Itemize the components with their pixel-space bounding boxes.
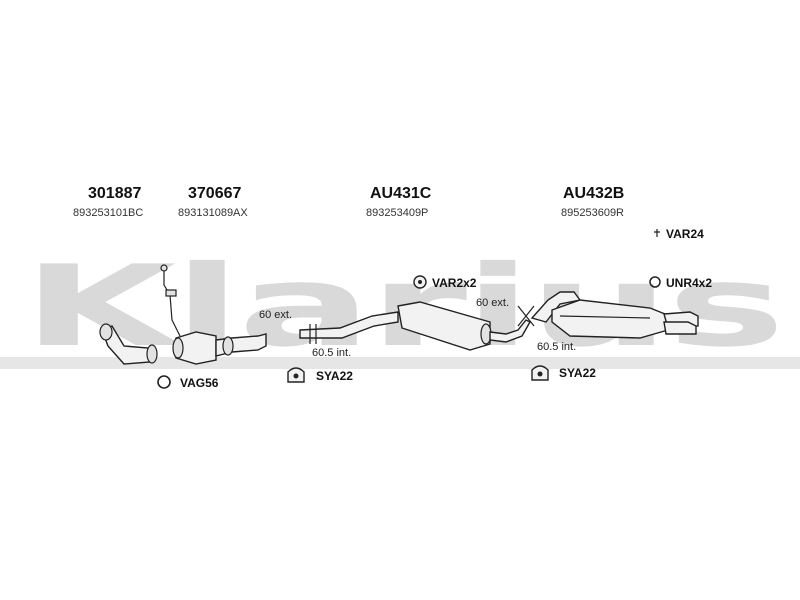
clamp-icon-hole (293, 373, 299, 379)
joint-marker-a (309, 324, 317, 344)
converter-ring (222, 336, 234, 356)
accessory-label-sya22-b: SYA22 (559, 366, 596, 380)
accessory-vag56: VAG56 (157, 375, 219, 390)
rear-silencer-drawing (530, 291, 699, 339)
oem-number-4: 895253609R (561, 207, 624, 219)
accessory-label-unr4x2: UNR4x2 (666, 276, 712, 290)
joint-marker-b (517, 305, 535, 327)
rear-silencer-seam (559, 315, 651, 319)
rubber-ring-icon (649, 276, 661, 288)
centre-inlet-pipe (299, 311, 399, 339)
gasket-ring-icon (157, 375, 171, 389)
part-number-1: 301887 (88, 185, 141, 202)
catalytic-converter-drawing (160, 264, 267, 365)
dimension-ext-a: 60 ext. (259, 309, 292, 321)
clamp-icon-hole (537, 371, 543, 377)
part-number-3: AU431C (370, 185, 432, 202)
converter-inlet (172, 337, 184, 359)
accessory-label-vag56: VAG56 (180, 376, 219, 390)
accessory-sya22-b: SYA22 (531, 365, 596, 381)
oem-number-1: 893253101BC (73, 207, 143, 219)
accessory-var2x2: VAR2x2 (413, 275, 477, 290)
part-number-2: 370667 (188, 185, 241, 202)
part-number-4: AU432B (563, 185, 624, 202)
accessory-label-sya22-a: SYA22 (316, 369, 353, 383)
front-pipe-drawing (99, 323, 158, 365)
centre-outlet-pipe (489, 319, 531, 343)
dimension-ext-b: 60 ext. (476, 297, 509, 309)
accessory-label-var24: VAR24 (666, 227, 704, 241)
sensor-head (160, 264, 168, 272)
accessory-unr4x2: UNR4x2 (649, 276, 712, 290)
clip-icon (654, 229, 660, 237)
dimension-int-a: 60.5 int. (312, 347, 351, 359)
oem-number-3: 893253409P (366, 207, 428, 219)
front-pipe-flange (99, 323, 113, 341)
accessory-sya22-a: SYA22 (287, 367, 353, 383)
mounting-rubber-hole (418, 280, 422, 284)
front-pipe-outlet (146, 344, 158, 364)
accessory-label-var2x2: VAR2x2 (432, 276, 477, 290)
rear-inlet-pipe (530, 291, 582, 323)
sensor-clip (165, 289, 177, 297)
centre-silencer-body (397, 301, 491, 351)
tailpipe-2 (663, 321, 697, 335)
dimension-int-b: 60.5 int. (537, 341, 576, 353)
accessory-var24: VAR24 (654, 227, 704, 241)
converter-body (175, 331, 217, 365)
oem-number-2: 893131089AX (178, 207, 248, 219)
centre-silencer-drawing (299, 301, 535, 351)
